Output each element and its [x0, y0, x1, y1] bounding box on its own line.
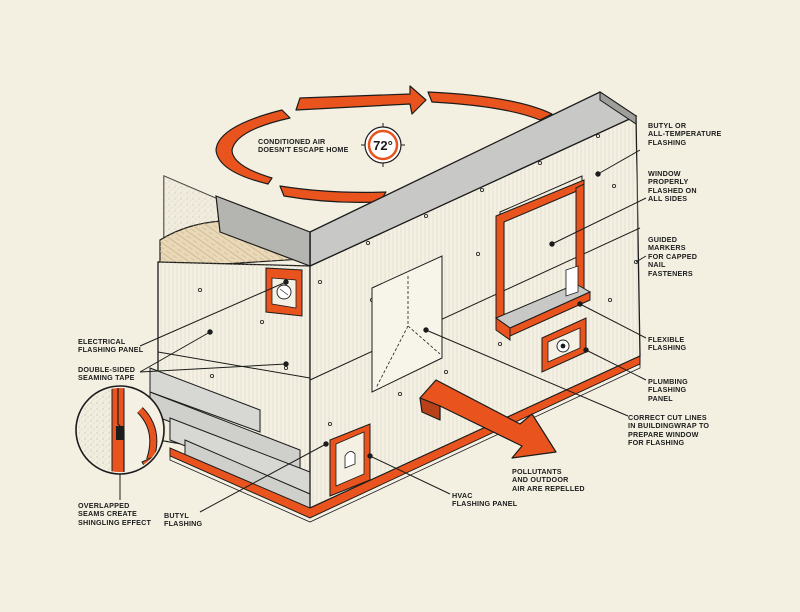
left-wall-section — [159, 175, 320, 269]
electrical-flashing-panel — [265, 267, 303, 317]
leader-lines — [119, 149, 647, 513]
left-seam — [157, 351, 311, 379]
front-seam — [309, 227, 641, 381]
swirl-arc-left — [215, 109, 291, 185]
window-opening — [494, 175, 592, 341]
thermostat-icon: 72° — [361, 123, 405, 167]
exposed-siding — [149, 367, 311, 511]
swirl-arc-bottom — [279, 185, 387, 203]
conditioned-air-swirl — [215, 85, 553, 203]
overlapped-seams-detail — [75, 385, 165, 475]
swirl-arc-right — [427, 91, 553, 121]
thermostat-temperature: 72° — [373, 138, 393, 153]
hvac-flashing-panel — [329, 423, 371, 497]
cut-lines-area — [371, 255, 443, 393]
repelled-air-arrow — [419, 379, 557, 459]
swirl-arrow-top — [295, 85, 427, 115]
